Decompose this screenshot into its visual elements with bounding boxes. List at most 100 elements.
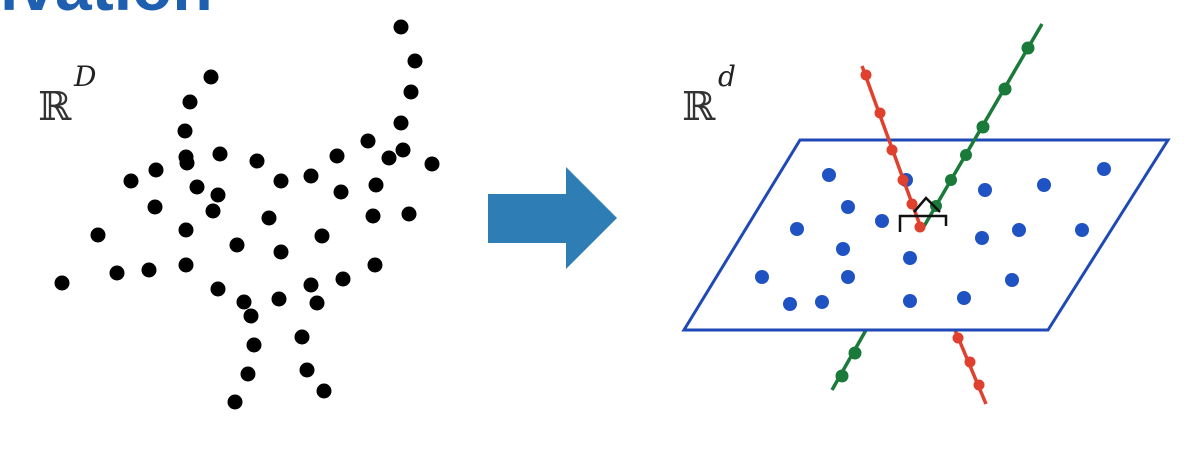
data-point [249, 153, 265, 169]
left-space-superscript: D [73, 60, 96, 93]
direction-point [973, 379, 985, 391]
data-point [147, 199, 163, 215]
projected-point-cloud [755, 162, 1111, 311]
direction-point [848, 346, 862, 360]
data-point [236, 294, 252, 310]
direction-point [835, 369, 849, 383]
data-point [205, 203, 221, 219]
projected-point [1075, 223, 1089, 237]
direction-point [1021, 41, 1035, 55]
projected-point [790, 222, 804, 236]
data-point [227, 394, 243, 410]
data-point [210, 281, 226, 297]
projected-point [1097, 162, 1111, 176]
projected-point [815, 295, 829, 309]
data-point [212, 146, 228, 162]
data-point [401, 206, 417, 222]
right-space-superscript: d [718, 60, 736, 93]
direction-point [952, 332, 964, 344]
direction-line-points [835, 41, 1035, 391]
direction-point [886, 144, 898, 156]
projected-point [836, 242, 850, 256]
direction-point [930, 200, 942, 212]
data-point [299, 362, 315, 378]
projected-point [783, 297, 797, 311]
projected-point [755, 270, 769, 284]
projected-point [841, 270, 855, 284]
data-point [210, 187, 226, 203]
direction-point [960, 149, 972, 161]
data-point [229, 237, 245, 253]
data-point [309, 295, 325, 311]
projected-point [822, 168, 836, 182]
data-point [178, 257, 194, 273]
projection-plane [681, 138, 1171, 332]
projected-point [1005, 273, 1019, 287]
direction-point [860, 69, 872, 81]
data-point [273, 173, 289, 189]
direction-point [897, 174, 909, 186]
data-point [203, 69, 219, 85]
perpendicular-base-mark [898, 214, 948, 232]
high-dim-point-cloud [54, 19, 440, 410]
projected-point [903, 251, 917, 265]
direction-point [914, 221, 926, 233]
data-point [365, 208, 381, 224]
data-point [54, 275, 70, 291]
data-point [403, 84, 419, 100]
data-point [395, 142, 411, 158]
data-point [273, 244, 289, 260]
data-point [424, 156, 440, 172]
projected-point [1012, 223, 1026, 237]
right-space-symbol: ℝ [682, 84, 716, 130]
direction-point [945, 174, 957, 186]
data-point [90, 227, 106, 243]
projected-point [875, 214, 889, 228]
data-point [182, 94, 198, 110]
data-point [141, 262, 157, 278]
projected-point [975, 231, 989, 245]
data-point [177, 123, 193, 139]
data-point [303, 168, 319, 184]
data-point [314, 228, 330, 244]
data-point [271, 291, 287, 307]
direction-point [906, 198, 918, 210]
data-point [109, 265, 125, 281]
direction-point [964, 356, 976, 368]
data-point [303, 277, 319, 293]
data-point [335, 271, 351, 287]
projected-point [978, 183, 992, 197]
arrow-right-icon [488, 167, 617, 269]
direction-point [874, 107, 886, 119]
slide-title-fragment: ivation [0, 0, 213, 20]
data-point [240, 366, 256, 382]
data-point [333, 184, 349, 200]
data-point [179, 155, 195, 171]
projected-point [957, 291, 971, 305]
data-point [329, 148, 345, 164]
left-space-symbol: ℝ [38, 84, 72, 130]
data-point [393, 19, 409, 35]
data-point [368, 177, 384, 193]
data-point [360, 133, 376, 149]
data-point [407, 53, 423, 69]
data-point [178, 222, 194, 238]
projected-point [841, 200, 855, 214]
projected-point [1037, 178, 1051, 192]
projected-point [903, 294, 917, 308]
data-point [246, 337, 262, 353]
data-point [261, 210, 277, 226]
data-point [367, 257, 383, 273]
data-point [294, 329, 310, 345]
green-direction-line-lower [830, 329, 868, 391]
data-point [148, 162, 164, 178]
direction-point [998, 82, 1012, 96]
right-angle-icon [913, 196, 941, 213]
data-point [316, 383, 332, 399]
direction-point [976, 120, 990, 134]
data-point [189, 179, 205, 195]
data-point [243, 308, 259, 324]
data-point [381, 150, 397, 166]
data-point [393, 115, 409, 131]
